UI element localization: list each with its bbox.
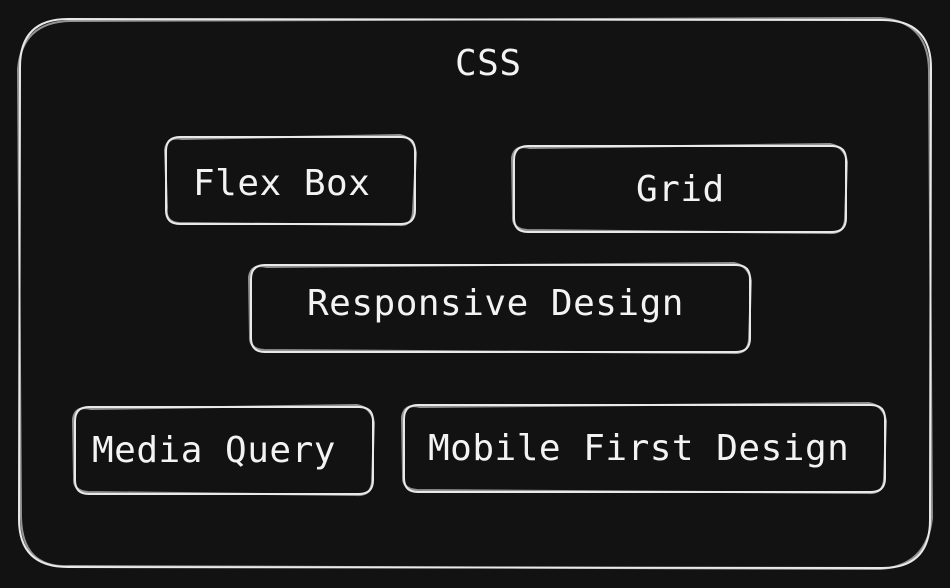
node-grid-frame xyxy=(511,143,848,235)
node-flex-box-frame xyxy=(164,134,417,227)
diagram-title: CSS xyxy=(455,43,522,84)
node-mobile-first-design-label: Mobile First Design xyxy=(428,428,850,469)
node-grid-label: Grid xyxy=(636,169,725,210)
node-media-query-label: Media Query xyxy=(92,430,336,471)
container-css-frame xyxy=(17,17,933,570)
node-flex-box-label: Flex Box xyxy=(193,163,371,204)
node-responsive-design-label: Responsive Design xyxy=(307,283,684,324)
node-media-query-frame xyxy=(72,404,375,497)
node-mobile-first-design-frame xyxy=(401,402,887,495)
node-responsive-design-frame xyxy=(248,262,752,355)
